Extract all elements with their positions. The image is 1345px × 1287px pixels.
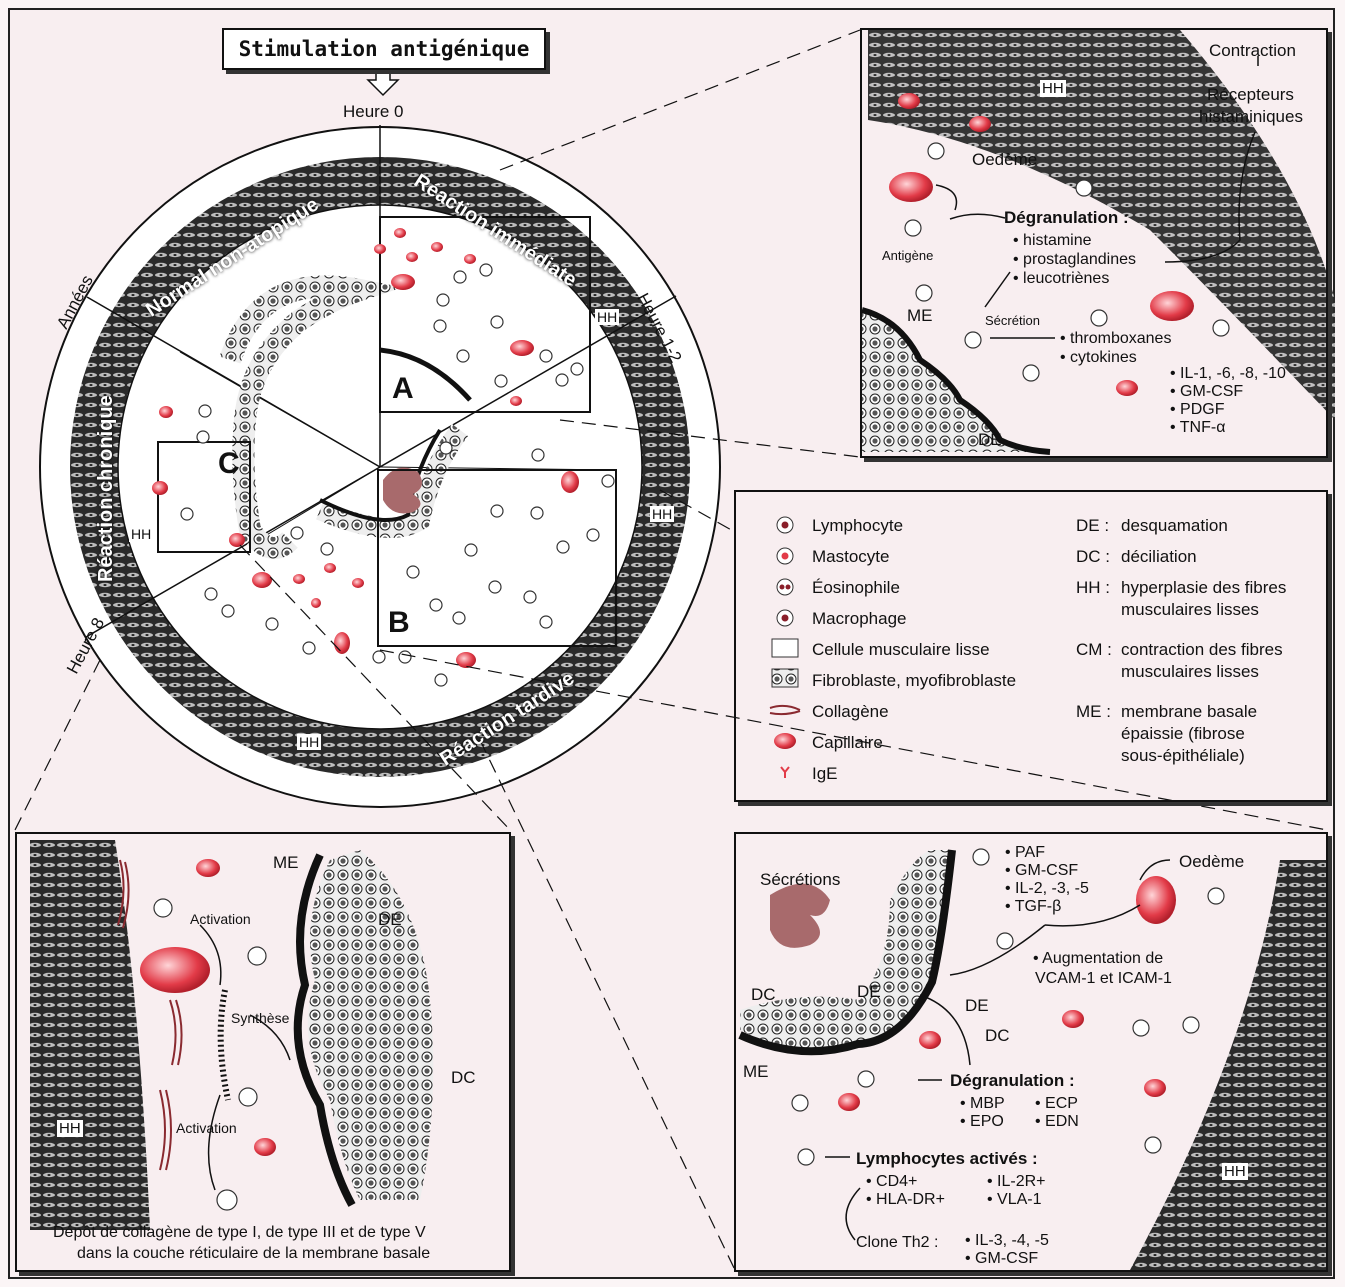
pa-cytokine-0: • IL-1, -6, -8, -10: [1170, 365, 1286, 383]
legend-hh-text-0: hyperplasie des fibres: [1121, 578, 1286, 598]
pb-lympho-0: • CD4+: [866, 1173, 917, 1191]
pc-activation-1: Activation: [190, 911, 251, 927]
legend-muscle-cell: Cellule musculaire lisse: [812, 640, 990, 660]
legend-de-text: desquamation: [1121, 516, 1228, 536]
pb-lympho-1: • IL-2R+: [987, 1173, 1046, 1191]
legend-cm-abbr: CM :: [1076, 640, 1112, 660]
pb-degr-1: • ECP: [1035, 1095, 1078, 1113]
pc-me: ME: [273, 853, 299, 873]
pa-histaminiques: histaminiques: [1199, 107, 1303, 127]
legend-mastocyte: Mastocyte: [812, 547, 889, 567]
pa-recepteurs: Récepteurs: [1207, 85, 1294, 105]
pb-clone: Clone Th2 :: [856, 1234, 938, 1252]
pb-oedeme: Oedème: [1179, 852, 1244, 872]
pb-dc-1: DC: [751, 985, 776, 1005]
pb-degr-2: • EPO: [960, 1113, 1004, 1131]
pa-cytokine-3: • TNF-α: [1170, 419, 1225, 437]
pc-caption-1: Dépôt de collagène de type I, de type II…: [53, 1224, 426, 1242]
pb-augmentation-2: VCAM-1 et ICAM-1: [1035, 970, 1172, 988]
legend-me-abbr: ME :: [1076, 702, 1111, 722]
pb-degranulation: Dégranulation :: [950, 1071, 1075, 1091]
legend-dc-text: déciliation: [1121, 547, 1197, 567]
label-b: B: [388, 606, 410, 640]
hh-b: HH: [650, 506, 674, 522]
pb-degr-3: • EDN: [1035, 1113, 1079, 1131]
legend-de-abbr: DE :: [1076, 516, 1109, 536]
legend-dc-abbr: DC :: [1076, 547, 1110, 567]
pb-me: ME: [743, 1062, 769, 1082]
pb-lympho-3: • VLA-1: [987, 1191, 1042, 1209]
legend-ige: IgE: [812, 764, 838, 784]
panel-c: [15, 832, 511, 1272]
pa-oedeme: Oedème: [972, 150, 1037, 170]
pb-mediator-0: • PAF: [1005, 844, 1045, 862]
label-a: A: [392, 372, 414, 406]
heure0-label: Heure 0: [343, 102, 403, 122]
pb-de-2: DE: [965, 996, 989, 1016]
pa-secreted-0: • thromboxanes: [1060, 330, 1171, 348]
pb-lympho: Lymphocytes activés :: [856, 1149, 1038, 1169]
pb-mediator-1: • GM-CSF: [1005, 862, 1078, 880]
label-c: C: [218, 447, 240, 481]
pb-clone-0: • IL-3, -4, -5: [965, 1232, 1049, 1250]
pc-caption-2: dans la couche réticulaire de la membran…: [77, 1245, 430, 1263]
pb-dc-2: DC: [985, 1026, 1010, 1046]
pa-mediator-1: • prostaglandines: [1013, 251, 1136, 269]
pb-lympho-2: • HLA-DR+: [866, 1191, 945, 1209]
legend-cm-text-0: contraction des fibres: [1121, 640, 1283, 660]
legend-me-text-1: épaissie (fibrose: [1121, 724, 1245, 744]
legend-fibroblast: Fibroblaste, myofibroblaste: [812, 671, 1016, 691]
legend-hh-text-1: musculaires lisses: [1121, 600, 1259, 620]
pb-degr-0: • MBP: [960, 1095, 1005, 1113]
pc-activation-2: Activation: [176, 1120, 237, 1136]
pb-de-1: DE: [857, 982, 881, 1002]
legend-capillaire: Capillaire: [812, 733, 883, 753]
pb-mediator-2: • IL-2, -3, -5: [1005, 880, 1089, 898]
pa-contraction: Contraction: [1209, 41, 1296, 61]
pc-de: DE: [378, 910, 402, 930]
pa-mediator-0: • histamine: [1013, 232, 1092, 250]
legend-macrophage: Macrophage: [812, 609, 907, 629]
hh-c: HH: [129, 526, 153, 542]
legend-me-text-0: membrane basale: [1121, 702, 1257, 722]
pb-hh: HH: [1222, 1163, 1248, 1180]
pa-de: DE: [978, 430, 1002, 450]
hh-a: HH: [595, 309, 619, 325]
pa-me: ME: [907, 306, 933, 326]
pa-cytokine-2: • PDGF: [1170, 401, 1225, 419]
pa-secreted-1: • cytokines: [1060, 349, 1137, 367]
legend-hh-abbr: HH :: [1076, 578, 1110, 598]
hh-bottom: HH: [297, 734, 321, 750]
pb-augmentation-1: • Augmentation de: [1033, 950, 1163, 968]
title: Stimulation antigénique: [239, 37, 530, 61]
pc-synthese: Synthèse: [231, 1010, 289, 1026]
pa-degranulation: Dégranulation :: [1004, 208, 1129, 228]
pa-hh: HH: [1040, 80, 1066, 97]
pb-mediator-3: • TGF-β: [1005, 898, 1061, 916]
pa-cytokine-1: • GM-CSF: [1170, 383, 1243, 401]
pc-hh: HH: [57, 1120, 83, 1137]
pa-mediator-2: • leucotriènes: [1013, 270, 1109, 288]
legend-me-text-2: sous-épithéliale): [1121, 746, 1245, 766]
title-box: Stimulation antigénique: [222, 28, 546, 70]
pa-secretion: Sécrétion: [985, 313, 1040, 328]
legend-cm-text-1: musculaires lisses: [1121, 662, 1259, 682]
sector-chronique: Réaction chronique: [95, 395, 118, 582]
pa-antigene: Antigène: [882, 248, 933, 263]
pc-dc: DC: [451, 1068, 476, 1088]
pb-clone-1: • GM-CSF: [965, 1250, 1038, 1268]
legend-collagene: Collagène: [812, 702, 889, 722]
pb-secretions: Sécrétions: [760, 870, 840, 890]
legend-eosinophile: Éosinophile: [812, 578, 900, 598]
legend-lymphocyte: Lymphocyte: [812, 516, 903, 536]
